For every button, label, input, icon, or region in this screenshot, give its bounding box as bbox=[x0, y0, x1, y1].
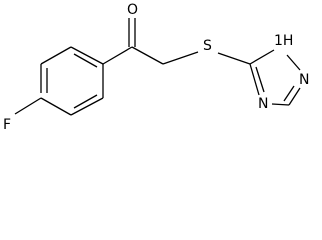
sulfur-atom-label: S bbox=[203, 38, 212, 54]
triazole-double-bond-n4-c5 bbox=[255, 66, 265, 93]
triazole-ring bbox=[249, 49, 301, 106]
oxygen-atom-label: O bbox=[127, 2, 138, 18]
methylene-sulfur-bond bbox=[162, 51, 199, 65]
triazole-double-bond-n2-c3 bbox=[283, 85, 295, 102]
benzene-ring bbox=[40, 46, 104, 116]
triazole-bond-c5-n1 bbox=[249, 49, 275, 65]
triazole-nitrogen-right-label: N bbox=[299, 72, 309, 88]
benzene-bond-6 bbox=[40, 97, 72, 116]
benzene-double-bond-2 bbox=[73, 53, 98, 68]
c-f-bond bbox=[14, 97, 42, 115]
chemical-structure-diagram: F O S 1H N N bbox=[3, 2, 309, 133]
carbonyl-methylene-bond bbox=[131, 46, 164, 65]
nh-nitrogen-atom-label: 1H bbox=[274, 33, 293, 49]
triazole-nitrogen-bottom-label: N bbox=[258, 96, 268, 112]
triazole-bond-n2-c3 bbox=[288, 87, 301, 106]
benzene-bond-2 bbox=[40, 46, 72, 65]
fluorine-atom-label: F bbox=[3, 117, 11, 133]
sulfur-triazole-bond bbox=[217, 52, 251, 65]
triazole-bond-c3-n4 bbox=[271, 103, 290, 106]
ring-carbonyl-bond bbox=[102, 46, 133, 65]
benzene-bond-3 bbox=[70, 46, 104, 65]
benzene-double-bond-3 bbox=[73, 94, 98, 109]
triazole-bond-n4-c5 bbox=[249, 63, 260, 96]
triazole-bond-n1-n2 bbox=[286, 54, 301, 71]
benzene-bond-5 bbox=[70, 97, 104, 116]
